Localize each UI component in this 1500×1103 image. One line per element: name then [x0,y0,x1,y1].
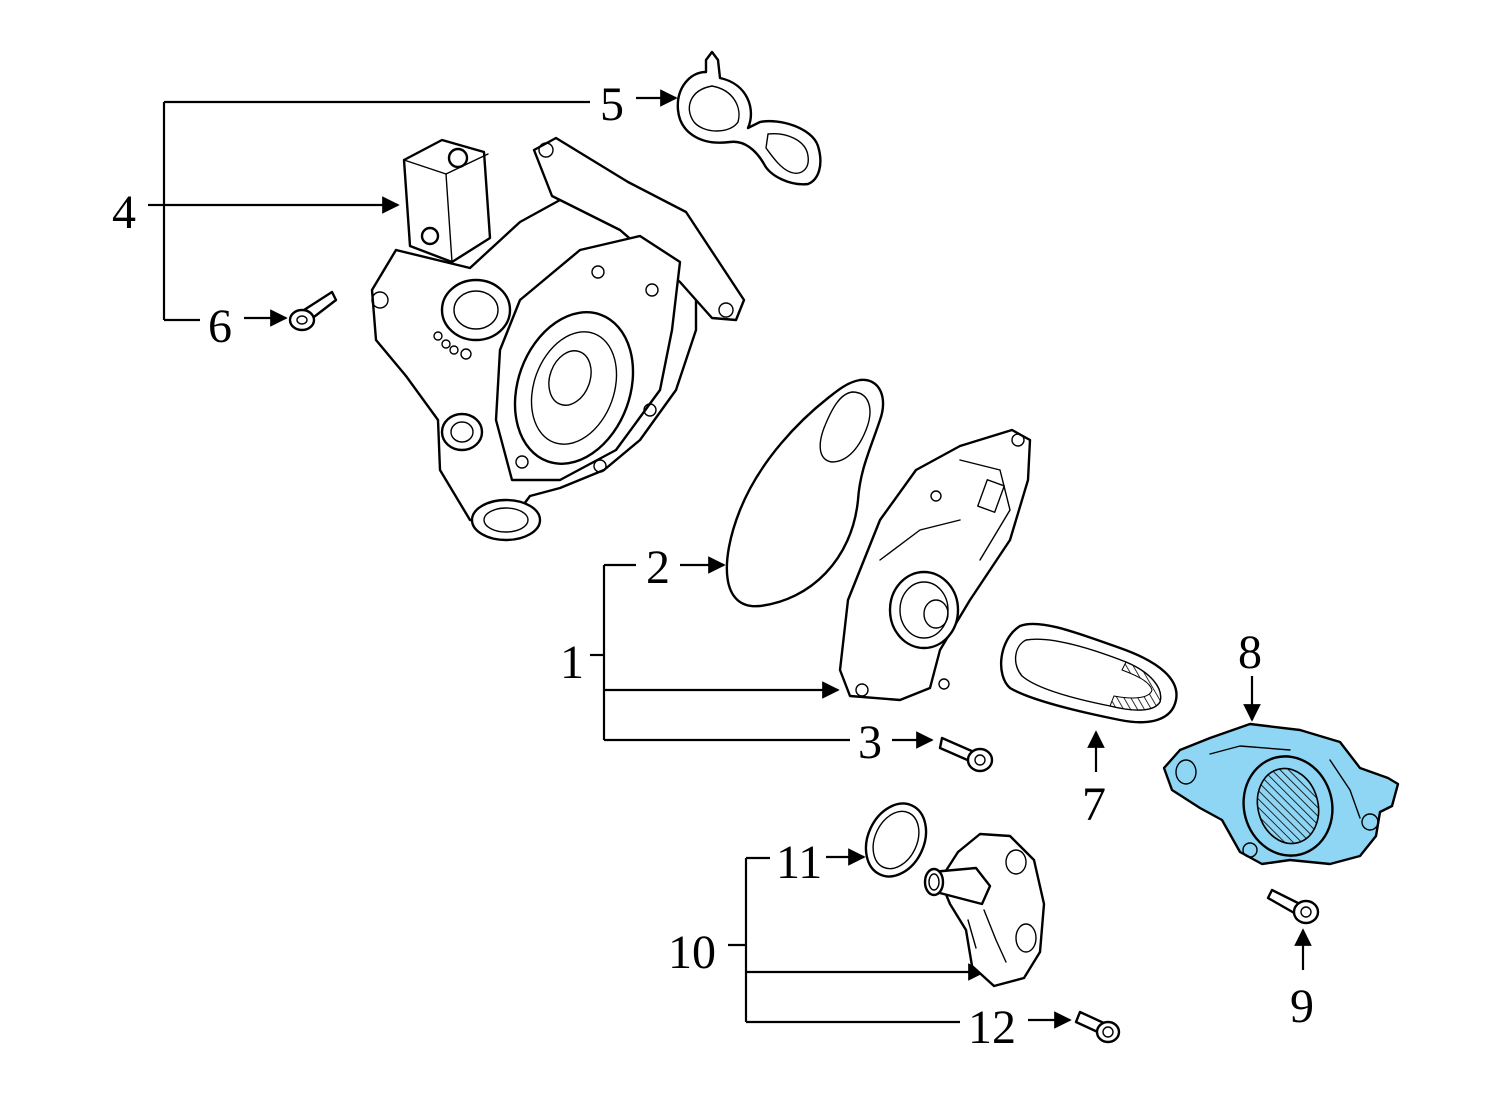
callout-10: 10 [668,926,716,979]
bolt-3 [938,736,994,773]
callout-9: 9 [1290,980,1314,1033]
callout-1: 1 [560,636,584,689]
callout-6: 6 [208,300,232,353]
bolt-6 [288,290,338,332]
bolt-12 [1074,1010,1121,1044]
gasket-2 [725,378,885,608]
leader-group-10 [728,848,1072,1029]
callout-8: 8 [1238,626,1262,679]
callout-12: 12 [968,1001,1016,1054]
callout-7: 7 [1082,778,1106,831]
callout-11: 11 [776,836,822,889]
pump-housing-assembly [370,136,746,542]
o-ring-11 [864,802,928,878]
callout-4: 4 [112,186,136,239]
leader-group-1 [590,556,934,749]
bolt-9 [1266,888,1320,925]
pump-cover-1 [838,428,1032,702]
cover-8-highlighted [1162,722,1400,866]
outlet-fitting-10 [923,832,1046,988]
leader-group-4 [148,89,678,327]
callout-3: 3 [858,716,882,769]
callout-5: 5 [600,78,624,131]
gasket-5 [676,50,822,186]
drive-belt-7 [999,622,1178,724]
callout-2: 2 [646,541,670,594]
